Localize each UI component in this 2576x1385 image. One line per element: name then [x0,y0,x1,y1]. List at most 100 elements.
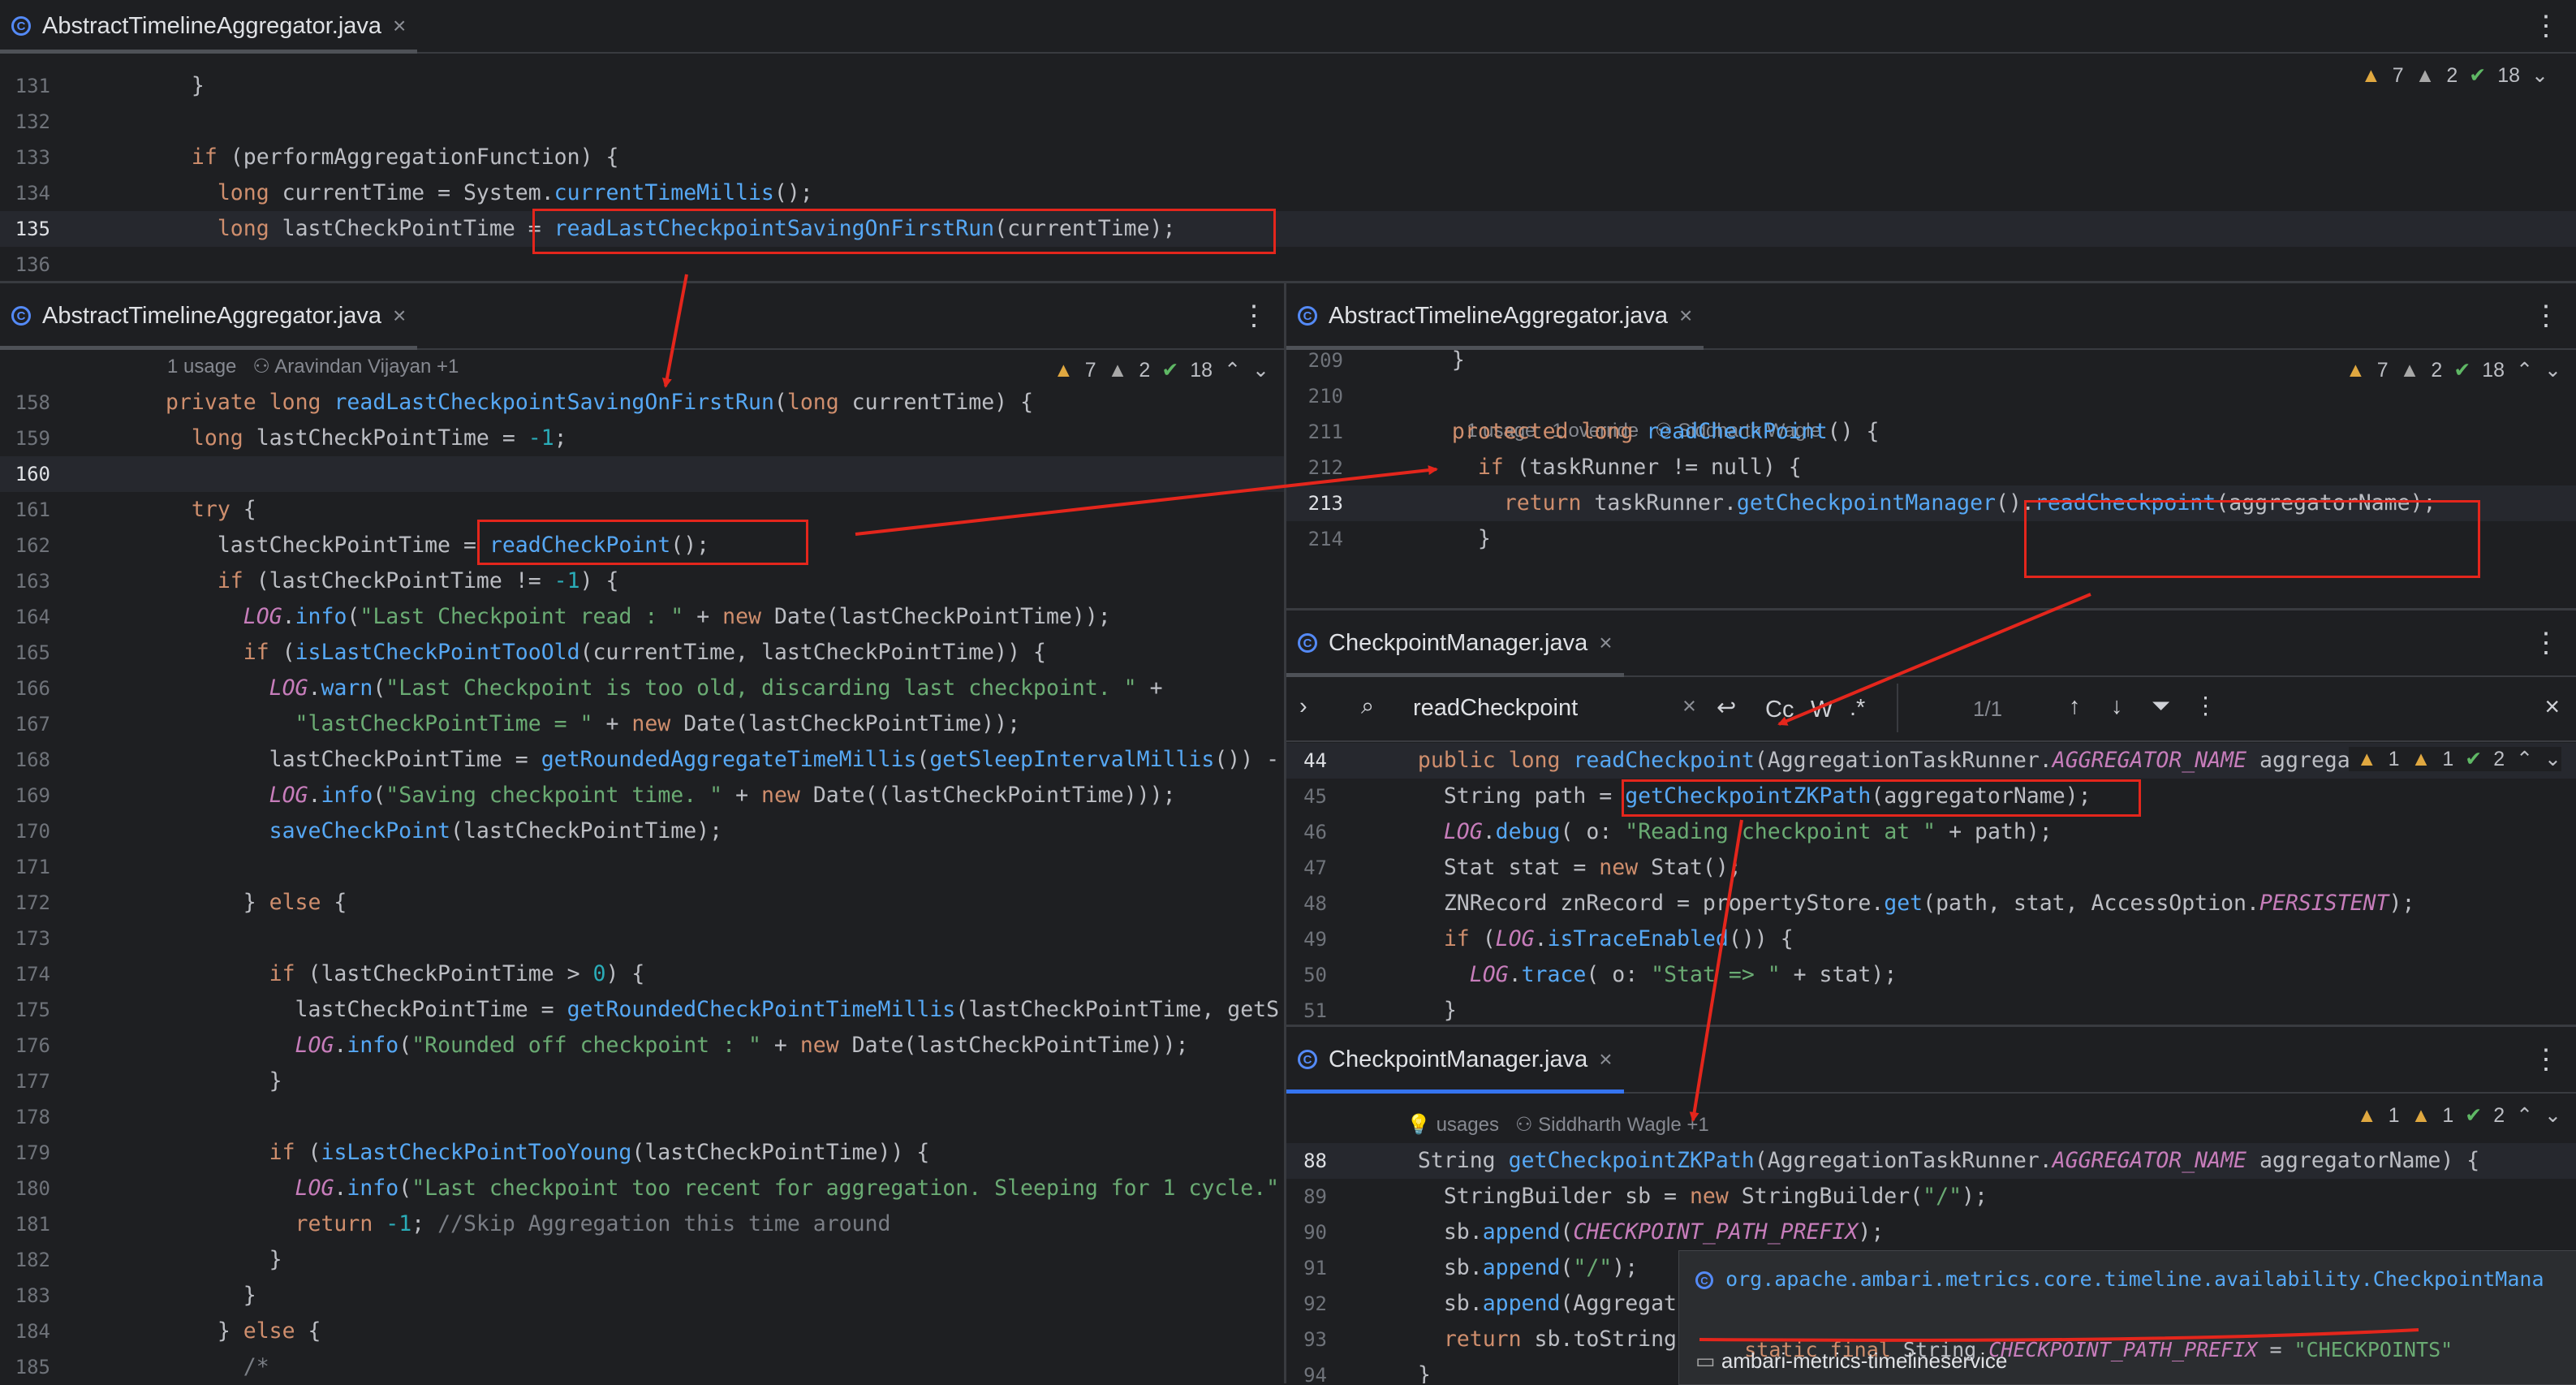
bulb-icon[interactable]: 💡 [1406,1114,1431,1136]
code-text[interactable]: LOG.warn("Last Checkpoint is too old, di… [269,675,1163,701]
code-line[interactable]: 176 LOG.info("Rounded off checkpoint : "… [0,1028,1284,1064]
code-text[interactable]: LOG.debug( o: "Reading checkpoint at " +… [1443,819,2053,844]
code-text[interactable]: long lastCheckPointTime = readLastCheckp… [217,216,1176,241]
author-hint[interactable]: Aravindan Vijayan +1 [274,356,459,378]
code-text[interactable]: protected long readCheckPoint() { [1451,419,1880,444]
code-text[interactable]: if (isLastCheckPointTooYoung(lastCheckPo… [269,1140,930,1165]
code-line[interactable]: 92 sb.append(Aggregat [1286,1286,2576,1322]
code-text[interactable]: } [166,1283,256,1308]
code-text[interactable]: "lastCheckPointTime = " + new Date(lastC… [295,711,1021,736]
tab-top-abstract[interactable]: C AbstractTimelineAggregator.java × [0,0,418,54]
close-icon[interactable]: × [1599,630,1613,655]
line-number[interactable]: 182 [15,1249,50,1271]
usage-hint[interactable]: usages [1436,1114,1499,1136]
code-text[interactable]: LOG.trace( o: "Stat => " + stat); [1469,962,1898,987]
code-text[interactable]: } else { [166,1318,321,1344]
code-line[interactable]: 172 } else { [0,885,1284,921]
code-text[interactable]: ZNRecord znRecord = propertyStore.get(pa… [1392,891,2415,916]
code-text[interactable]: /* [243,1354,269,1379]
line-number[interactable]: 211 [1307,421,1343,443]
line-number[interactable]: 91 [1303,1257,1327,1279]
code-text[interactable]: lastCheckPointTime = getRoundedAggregate… [166,747,1280,772]
code-line[interactable]: 184 } else { [0,1314,1284,1349]
code-line[interactable]: 173 [0,921,1284,956]
chevron-up-icon[interactable]: ⌃ [2516,1104,2534,1127]
line-number[interactable]: 160 [15,463,50,485]
line-number[interactable]: 159 [15,427,50,450]
code-line[interactable]: 91 sb.append("/"); [1286,1250,2576,1286]
search-input[interactable]: readCheckpoint [1413,695,1579,721]
clear-icon[interactable]: × [1682,693,1696,719]
code-line[interactable]: 131 } [0,68,2576,104]
code-line[interactable]: 47 Stat stat = new Stat(); [1286,850,2576,886]
line-number[interactable]: 163 [15,570,50,593]
code-text[interactable]: sb.append(Aggregat [1392,1291,1678,1316]
line-number[interactable]: 172 [15,891,50,914]
override-hint[interactable]: 1 override [1552,420,1639,442]
code-text[interactable]: LOG.info("Saving checkpoint time. " + ne… [269,783,1176,808]
code-line[interactable]: 164 LOG.info("Last Checkpoint read : " +… [0,599,1284,635]
line-number[interactable]: 213 [1307,492,1343,515]
code-line[interactable]: 162 lastCheckPointTime = readCheckPoint(… [0,528,1284,563]
line-number[interactable]: 176 [15,1034,50,1057]
code-line[interactable]: 133 if (performAggregationFunction) { [0,140,2576,175]
line-number[interactable]: 166 [15,677,50,700]
code-line[interactable]: 168 lastCheckPointTime = getRoundedAggre… [0,742,1284,778]
author-hint[interactable]: Siddharth Wagle [1678,420,1821,442]
line-number[interactable]: 161 [15,498,50,521]
code-line[interactable]: 212 if (taskRunner != null) { [1286,450,2576,485]
code-text[interactable]: if (lastCheckPointTime != -1) { [217,568,619,593]
code-text[interactable]: } [166,1068,282,1094]
filter-icon[interactable]: ⏷ [2152,693,2171,719]
code-line[interactable]: 135 long lastCheckPointTime = readLastCh… [0,211,2576,247]
code-line[interactable]: 46 LOG.debug( o: "Reading checkpoint at … [1286,814,2576,850]
line-number[interactable]: 185 [15,1356,50,1379]
search-icon[interactable]: ⌕ [1361,693,1375,719]
code-text[interactable]: if (performAggregationFunction) { [191,145,619,170]
code-line[interactable]: 49 if (LOG.isTraceEnabled()) { [1286,921,2576,957]
code-text[interactable]: long lastCheckPointTime = -1; [191,425,567,451]
more-icon[interactable]: ⋮ [1240,300,1268,331]
code-line[interactable]: 185 /* [0,1349,1284,1383]
more-icon[interactable]: ⋮ [2532,1044,2560,1075]
line-number[interactable]: 131 [15,75,50,97]
newline-icon[interactable]: ↩ [1717,695,1737,721]
code-text[interactable]: } [1392,998,1457,1023]
close-icon[interactable]: × [393,303,407,328]
inspection-badges[interactable]: ▲1 ▲1 ✔2 ⌃⌄ [2348,747,2561,771]
code-text[interactable]: lastCheckPointTime = getRoundedCheckPoin… [166,997,1280,1022]
line-number[interactable]: 175 [15,999,50,1021]
regex-toggle[interactable]: .* [1850,695,1866,721]
line-number[interactable]: 92 [1303,1292,1327,1315]
line-number[interactable]: 171 [15,856,50,878]
line-number[interactable]: 169 [15,784,50,807]
code-line[interactable]: 50 LOG.trace( o: "Stat => " + stat); [1286,957,2576,993]
line-number[interactable]: 183 [15,1284,50,1307]
line-number[interactable]: 44 [1303,749,1327,772]
line-number[interactable]: 45 [1303,785,1327,808]
code-line[interactable]: 166 LOG.warn("Last Checkpoint is too old… [0,671,1284,706]
code-text[interactable]: if (isLastCheckPointTooOld(currentTime, … [243,640,1046,665]
code-text[interactable]: } [1426,347,1465,373]
line-number[interactable]: 88 [1303,1150,1327,1172]
code-text[interactable]: String getCheckpointZKPath(AggregationTa… [1392,1148,2480,1173]
line-number[interactable]: 51 [1303,999,1327,1022]
line-number[interactable]: 49 [1303,928,1327,951]
code-text[interactable]: } [166,73,205,98]
codevision-hint[interactable]: 1 usage 1 override ⚇ Siddharth Wagle [1467,419,1821,442]
code-line[interactable]: 171 [0,849,1284,885]
code-line[interactable]: 48 ZNRecord znRecord = propertyStore.get… [1286,886,2576,921]
chevron-up-icon[interactable]: ⌃ [2516,748,2534,770]
code-line[interactable]: 90 sb.append(CHECKPOINT_PATH_PREFIX); [1286,1215,2576,1250]
more-icon[interactable]: ⋮ [2532,628,2560,658]
chevron-right-icon[interactable]: › [1299,693,1307,719]
line-number[interactable]: 178 [15,1106,50,1128]
author-hint[interactable]: Siddharth Wagle +1 [1538,1114,1709,1136]
line-number[interactable]: 48 [1303,892,1327,915]
code-line[interactable]: 211 protected long readCheckPoint() { [1286,414,2576,450]
codevision-hint[interactable]: 💡 usages ⚇ Siddharth Wagle +1 [1406,1113,1709,1137]
chevron-down-icon[interactable]: ⌄ [2544,1104,2561,1127]
tab-left-abstract[interactable]: C AbstractTimelineAggregator.java × [0,283,418,350]
code-text[interactable]: if (lastCheckPointTime > 0) { [269,961,645,986]
code-line[interactable]: 169 LOG.info("Saving checkpoint time. " … [0,778,1284,813]
